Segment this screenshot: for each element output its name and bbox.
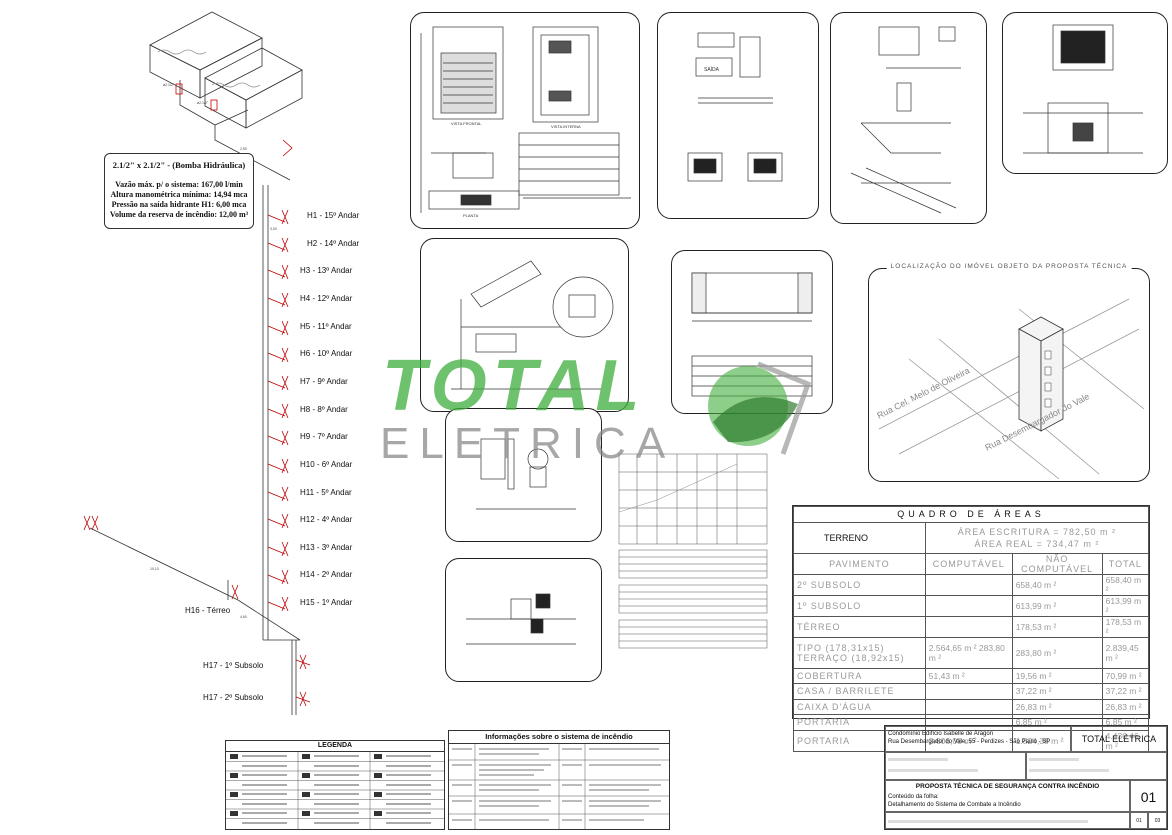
floor-label: H5 - 11º Andar — [300, 322, 352, 331]
street-label: Rua Cel. Melo de Oliveira — [875, 365, 971, 420]
location-map: Rua Cel. Melo de Oliveira Rua Desembarga… — [875, 298, 1145, 480]
detail-panel-hydrant: VISTA FRONTAL VISTA INTERNA PLANTA — [410, 12, 640, 229]
detail-panel-cabinet — [1002, 12, 1168, 174]
info-title: Informações sobre o sistema de incêndio — [449, 731, 669, 744]
floor-label: H8 - 8º Andar — [300, 405, 348, 414]
pump-line: Pressão na saída hidrante H1: 6,00 mca — [111, 200, 247, 209]
floor-label: H15 - 1º Andar — [300, 598, 353, 607]
terreno-label: TERRENO — [793, 521, 926, 554]
proposal-title: PROPOSTA TÉCNICA DE SEGURANÇA CONTRA INC… — [915, 783, 1100, 790]
areas-table: QUADRO DE ÁREAS TERRENO ÁREA ESCRITURA =… — [792, 505, 1150, 752]
detail-drawing — [451, 260, 614, 390]
pump-curve-chart — [618, 453, 768, 649]
col-header: COMPUTÁVEL — [924, 552, 1013, 575]
system-info-box: Informações sobre o sistema de incêndio — [448, 730, 670, 830]
sheet-content-label: Conteúdo da folha: — [888, 794, 939, 800]
svg-text:ø2.1/2": ø2.1/2" — [163, 83, 175, 87]
pump-line: Altura manométrica mínima: 14,94 mca — [110, 190, 248, 199]
floor-label: H6 - 10º Andar — [300, 349, 353, 358]
svg-text:VISTA INTERNA: VISTA INTERNA — [551, 124, 581, 129]
condominio-address: Rua Desembargador do Vale, 55 - Perdizes… — [888, 739, 1051, 745]
detail-drawing — [691, 272, 813, 397]
title-block: Condomínio Edifício Isabelle de Aragon R… — [884, 725, 1168, 830]
detail-panel-cut — [420, 238, 629, 412]
legend-symbols — [226, 752, 444, 829]
floor-label: H9 - 7º Andar — [300, 432, 348, 441]
pump-spec-box: 2.1/2" x 2.1/2" - (Bomba Hidráulica) Vaz… — [104, 153, 254, 229]
location-title: LOCALIZAÇÃO DO IMÓVEL OBJETO DA PROPOSTA… — [886, 263, 1132, 270]
floor-label: H4 - 12º Andar — [300, 294, 353, 303]
svg-text:2,50: 2,50 — [240, 147, 247, 151]
svg-text:SAÍDA: SAÍDA — [704, 66, 720, 73]
svg-text:4,60: 4,60 — [240, 615, 247, 619]
areas-title: QUADRO DE ÁREAS — [793, 506, 1149, 523]
svg-text:PLANTA: PLANTA — [463, 213, 479, 218]
detail-drawing — [466, 593, 576, 645]
floor-label: H2 - 14º Andar — [307, 239, 360, 248]
detail-drawing — [476, 438, 576, 510]
detail-drawing: VISTA FRONTAL VISTA INTERNA PLANTA — [420, 26, 631, 218]
pump-title: 2.1/2" x 2.1/2" - (Bomba Hidráulica) — [112, 160, 246, 170]
sheet-index: 01 — [1130, 812, 1148, 829]
floor-label: H14 - 2º Andar — [300, 570, 353, 579]
svg-text:VISTA FRONTAL: VISTA FRONTAL — [451, 121, 482, 126]
detail-panel-gas — [445, 408, 602, 542]
detail-drawing — [1023, 24, 1143, 154]
legend-title: LEGENDA — [226, 741, 444, 752]
riser-diagram: ø2.1/2" ø2.1/2" 2,50 3,00 10,10 4,60 — [83, 11, 311, 715]
subsolo-label: H17 - 1º Subsolo — [203, 661, 264, 670]
sheet-total: 03 — [1148, 812, 1167, 829]
terreo-label: H16 - Térreo — [185, 606, 231, 615]
detail-panel-lighting — [830, 12, 987, 224]
svg-text:3,00: 3,00 — [270, 227, 277, 231]
floor-label: H10 - 6º Andar — [300, 460, 353, 469]
floor-label: H3 - 13º Andar — [300, 266, 353, 275]
floor-label: H11 - 5º Andar — [300, 488, 352, 497]
detail-drawing: SAÍDA — [687, 32, 783, 182]
svg-text:10,10: 10,10 — [150, 567, 159, 571]
col-header: NÃO COMPUTÁVEL — [1011, 552, 1103, 575]
detail-drawing — [850, 26, 961, 214]
condominio-name: Condomínio Edifício Isabelle de Aragon — [888, 731, 994, 737]
floor-label: H7 - 9º Andar — [300, 377, 348, 386]
floor-label: H13 - 3º Andar — [300, 543, 353, 552]
detail-panel-front-view — [671, 250, 833, 414]
col-header: PAVIMENTO — [793, 552, 926, 575]
area-real: ÁREA REAL = 734,47 m ² — [974, 538, 1100, 549]
sheet-number: 01 — [1130, 780, 1167, 812]
col-header: TOTAL — [1101, 552, 1150, 575]
legend-box: LEGENDA — [225, 740, 445, 830]
sheet-content: Detalhamento do Sistema de Combate a Inc… — [888, 802, 1021, 808]
area-escritura: ÁREA ESCRITURA = 782,50 m ² — [957, 526, 1117, 537]
pump-line: Volume da reserva de incêndio: 12,00 m³ — [109, 210, 249, 219]
location-panel: LOCALIZAÇÃO DO IMÓVEL OBJETO DA PROPOSTA… — [868, 263, 1150, 482]
subsolo-label: H17 - 2º Subsolo — [203, 693, 264, 702]
floor-label: H12 - 4º Andar — [300, 515, 353, 524]
info-grid — [449, 744, 669, 829]
company-name: TOTAL ELÉTRICA — [1071, 726, 1167, 752]
pump-line: Vazão máx. p/ o sistema: 167,00 l/min — [115, 180, 243, 189]
floor-label: H1 - 15º Andar — [307, 211, 360, 220]
detail-panel-alarm — [445, 558, 602, 682]
detail-panel-signage: SAÍDA — [657, 12, 819, 219]
table-row: TIPO (178,31x15) TERRAÇO (18,92x15)2.564… — [793, 636, 1150, 669]
svg-text:ø2.1/2": ø2.1/2" — [197, 101, 209, 105]
